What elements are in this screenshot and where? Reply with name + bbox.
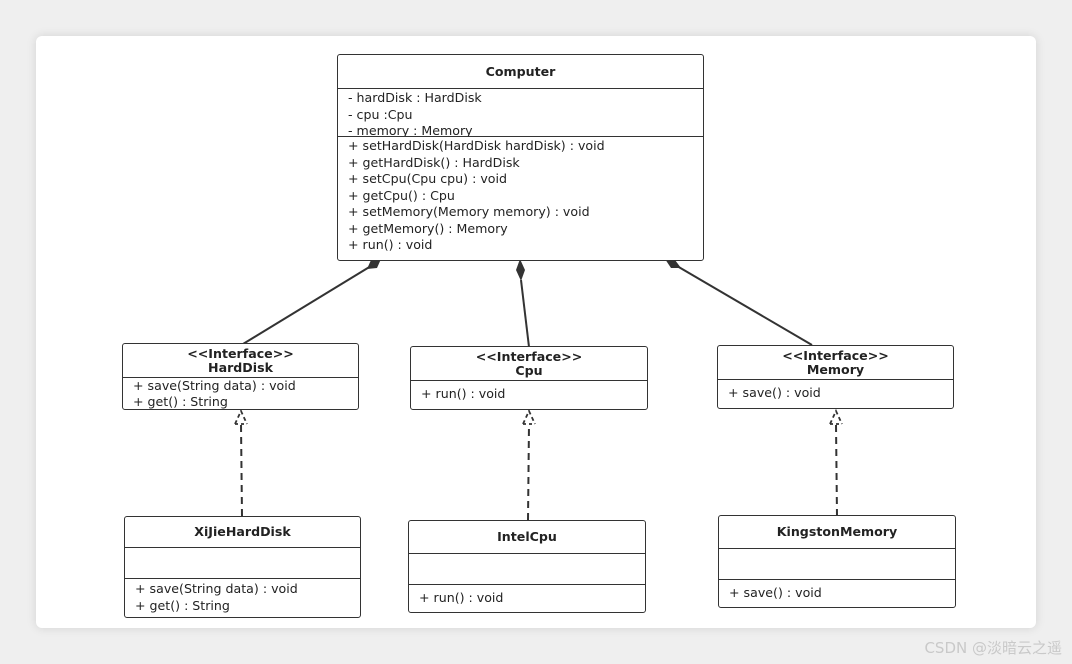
class-computer-attributes: - hardDisk : HardDisk - cpu :Cpu - memor… bbox=[338, 89, 703, 136]
method: + save(String data) : void bbox=[133, 378, 296, 393]
stereotype-label: <<Interface>> bbox=[782, 347, 889, 363]
class-xijieharddisk-methods: + save(String data) : void + get() : Str… bbox=[125, 578, 360, 616]
interface-cpu-methods: + run() : void bbox=[411, 381, 647, 409]
attribute: - hardDisk : HardDisk bbox=[348, 90, 482, 105]
attribute: - memory : Memory bbox=[348, 123, 473, 136]
interface-cpu-name: Cpu bbox=[515, 362, 543, 378]
class-intelcpu-methods: + run() : void bbox=[409, 584, 645, 611]
class-xijieharddisk-name: XiJieHardDisk bbox=[194, 524, 291, 539]
interface-cpu-header: <<Interface>> Cpu bbox=[411, 347, 647, 381]
class-kingstonmemory-name: KingstonMemory bbox=[776, 524, 898, 539]
interface-harddisk[interactable]: <<Interface>> HardDisk + save(String dat… bbox=[122, 343, 359, 410]
class-intelcpu[interactable]: IntelCpu + run() : void bbox=[408, 520, 646, 613]
method: + save() : void bbox=[729, 585, 822, 600]
method: + run() : void bbox=[419, 590, 504, 605]
stereotype-label: <<Interface>> bbox=[475, 348, 583, 364]
method: + setHardDisk(HardDisk hardDisk) : void bbox=[348, 138, 605, 153]
class-intelcpu-attributes bbox=[409, 554, 645, 584]
interface-cpu[interactable]: <<Interface>> Cpu + run() : void bbox=[410, 346, 648, 410]
method: + run() : void bbox=[348, 237, 433, 252]
method: + setMemory(Memory memory) : void bbox=[348, 204, 590, 219]
interface-memory-name: Memory bbox=[806, 361, 865, 377]
interface-harddisk-header: <<Interface>> HardDisk bbox=[123, 344, 358, 378]
method: + run() : void bbox=[421, 386, 506, 401]
class-kingstonmemory-methods: + save() : void bbox=[719, 579, 955, 606]
method: + save() : void bbox=[728, 385, 821, 400]
stereotype-label: <<Interface>> bbox=[187, 345, 294, 361]
interface-memory-header: <<Interface>> Memory bbox=[718, 346, 953, 380]
class-xijieharddisk[interactable]: XiJieHardDisk + save(String data) : void… bbox=[124, 516, 361, 618]
watermark-text: CSDN @淡暗云之遥 bbox=[924, 639, 1062, 657]
method: + get() : String bbox=[133, 393, 228, 409]
class-kingstonmemory[interactable]: KingstonMemory + save() : void bbox=[718, 515, 956, 608]
class-computer-header: Computer bbox=[338, 55, 703, 89]
class-xijieharddisk-attributes bbox=[125, 548, 360, 578]
method: + getCpu() : Cpu bbox=[348, 187, 455, 203]
class-intelcpu-header: IntelCpu bbox=[409, 521, 645, 554]
interface-memory-methods: + save() : void bbox=[718, 380, 953, 408]
class-computer-name: Computer bbox=[485, 63, 556, 79]
interface-harddisk-methods: + save(String data) : void + get() : Str… bbox=[123, 378, 358, 409]
method: + setCpu(Cpu cpu) : void bbox=[348, 171, 507, 186]
class-intelcpu-name: IntelCpu bbox=[497, 529, 557, 544]
interface-memory[interactable]: <<Interface>> Memory + save() : void bbox=[717, 345, 954, 409]
class-kingstonmemory-attributes bbox=[719, 549, 955, 579]
attribute: - cpu :Cpu bbox=[348, 106, 413, 122]
class-computer[interactable]: Computer - hardDisk : HardDisk - cpu :Cp… bbox=[337, 54, 704, 261]
method: + getHardDisk() : HardDisk bbox=[348, 154, 520, 170]
class-kingstonmemory-header: KingstonMemory bbox=[719, 516, 955, 549]
class-xijieharddisk-header: XiJieHardDisk bbox=[125, 517, 360, 548]
method: + save(String data) : void bbox=[135, 581, 298, 596]
class-computer-methods: + setHardDisk(HardDisk hardDisk) : void … bbox=[338, 136, 703, 259]
method: + get() : String bbox=[135, 597, 230, 613]
interface-harddisk-name: HardDisk bbox=[208, 359, 273, 375]
method: + getMemory() : Memory bbox=[348, 220, 508, 236]
